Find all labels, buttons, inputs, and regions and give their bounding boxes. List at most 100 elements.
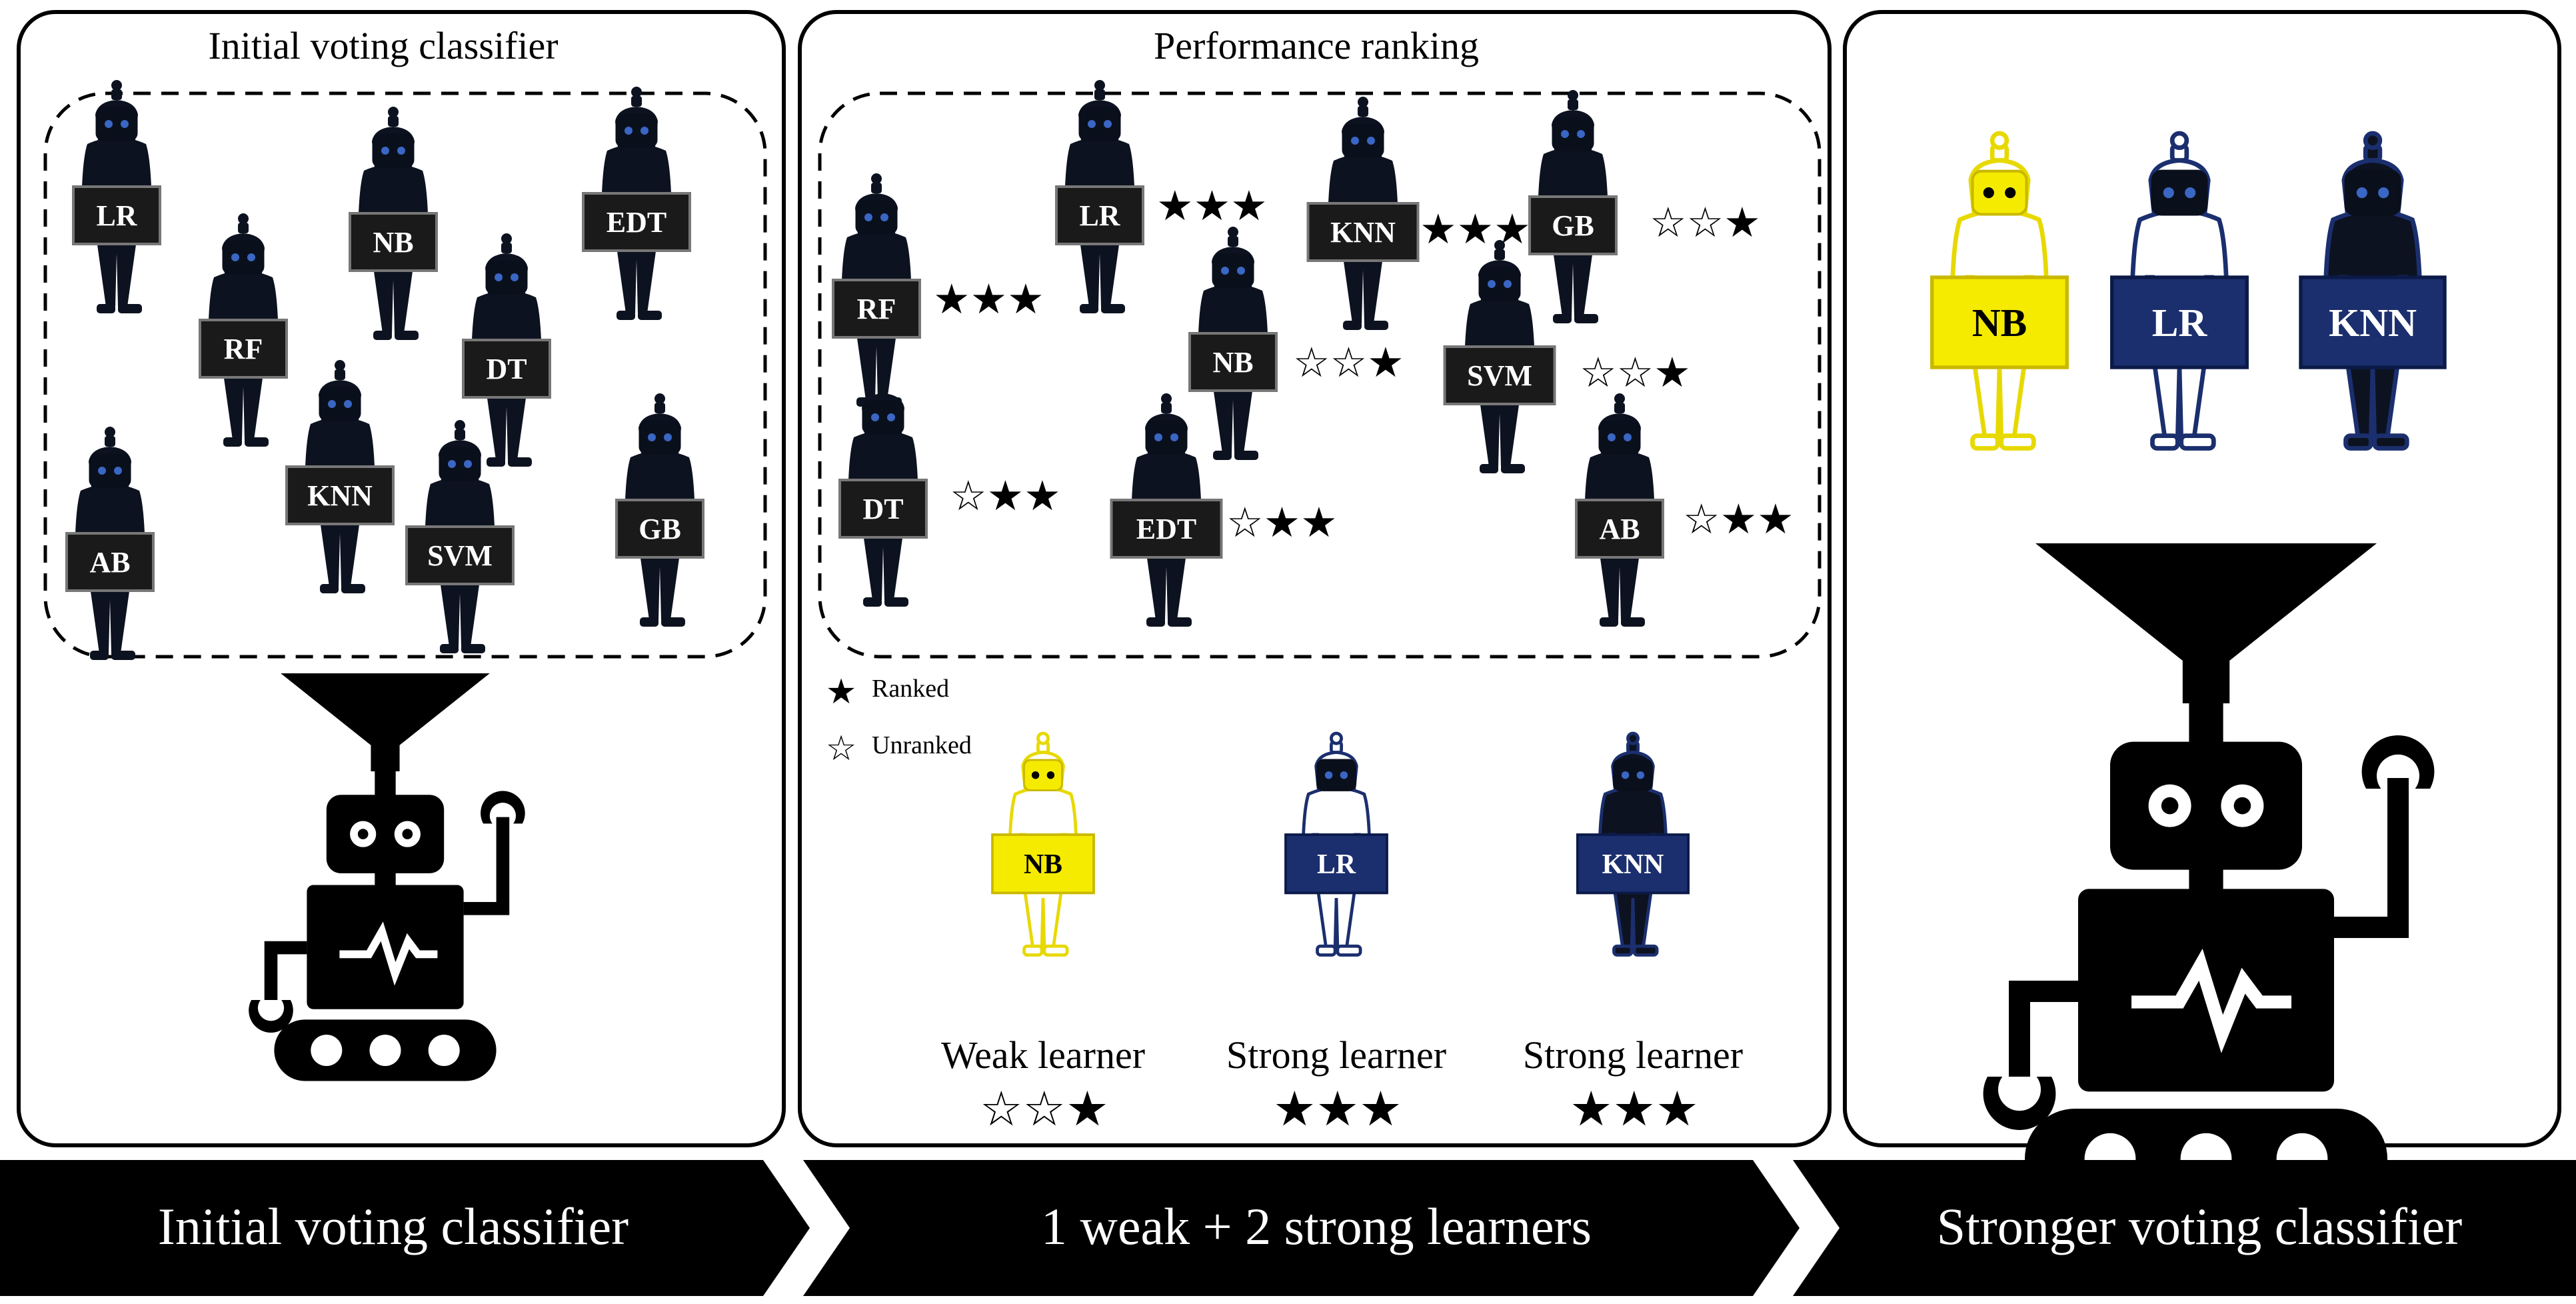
- robot-head-icon: [2151, 169, 2208, 216]
- learner-figure-dt: DT: [838, 373, 928, 607]
- robot-eye-icon: [1154, 433, 1162, 441]
- robot-head-icon: [1971, 169, 2028, 216]
- learner-label: KNN: [307, 479, 373, 512]
- rating-stars: ★★★: [1156, 184, 1268, 229]
- learner-label: GB: [639, 513, 681, 545]
- learner-figure-rf: RF: [199, 213, 288, 447]
- learner-sign: [1306, 202, 1420, 262]
- robot-eye-icon: [344, 400, 352, 408]
- learner-figure-gb: GB: [1528, 90, 1618, 323]
- learner-sign: [1055, 185, 1144, 245]
- robot-eye-icon: [328, 400, 336, 408]
- robot-eye-icon: [1221, 267, 1229, 275]
- learner-sign: [72, 185, 161, 245]
- learner-label: GB: [1552, 209, 1594, 242]
- robot-eye-icon: [448, 460, 456, 468]
- learner-sign: [349, 212, 438, 272]
- robot-head-icon: [1078, 107, 1121, 141]
- learner-label: DT: [486, 353, 527, 385]
- robot-eye-icon: [1624, 433, 1632, 441]
- learner-figure-knn: KNN: [1306, 97, 1420, 330]
- learner-sign: [2299, 275, 2447, 369]
- robot-eye-icon: [880, 213, 888, 221]
- learner-sign: [991, 833, 1095, 895]
- learner-sign: [838, 479, 928, 539]
- robot-eye-icon: [495, 273, 503, 281]
- robot-head-icon: [1145, 420, 1188, 455]
- robot-eye-icon: [1340, 771, 1348, 779]
- robot-eye-icon: [864, 213, 872, 221]
- learner-sign: [1528, 195, 1618, 255]
- panel-initial-title: Initial voting classifier: [208, 24, 558, 67]
- learner-label: SVM: [427, 539, 493, 572]
- robot-eye-icon: [98, 467, 106, 475]
- banner-stage-1: Initial voting classifier: [158, 1197, 629, 1255]
- learner-sign: [199, 319, 288, 379]
- learner-figure-knn: KNN: [2299, 133, 2447, 449]
- robot-head-icon: [615, 113, 658, 148]
- robot-eye-icon: [2378, 187, 2389, 199]
- banner-arrow-3: [1793, 1160, 2576, 1296]
- robot-eye-icon: [1577, 130, 1585, 138]
- robot-eye-icon: [2005, 187, 2016, 199]
- panel-ranking-frame: [798, 10, 1832, 1147]
- learner-sign: [405, 525, 515, 585]
- learner-label: NB: [1972, 301, 2027, 345]
- robot-head-icon: [862, 400, 904, 435]
- robot-eye-icon: [1351, 137, 1359, 145]
- learner-figure-gb: GB: [615, 393, 704, 627]
- learner-figure-lr: LR: [1055, 80, 1144, 313]
- rating-stars: ★★★: [1273, 1083, 1402, 1136]
- learner-sign: [1443, 345, 1556, 405]
- rating-stars: ☆☆★: [980, 1083, 1109, 1136]
- learner-sign: [285, 465, 395, 525]
- robot-head-icon: [95, 107, 138, 141]
- robot-head-icon: [1023, 759, 1063, 791]
- robot-eye-icon: [2185, 187, 2196, 199]
- robot-head-icon: [2344, 169, 2401, 216]
- banner-arrow-2: [803, 1160, 1800, 1296]
- banner-stage-2: 1 weak + 2 strong learners: [1041, 1197, 1592, 1255]
- learner-figure-ab: AB: [1575, 393, 1664, 627]
- robot-eye-icon: [381, 147, 389, 155]
- robot-eye-icon: [1170, 433, 1178, 441]
- rating-stars: ☆☆★: [1650, 201, 1761, 246]
- robot-head-icon: [222, 240, 265, 275]
- robot-head-icon: [439, 447, 481, 481]
- rating-stars: ☆★★: [1683, 497, 1794, 543]
- learner-label: NB: [373, 226, 413, 259]
- robot-head-icon: [1552, 117, 1594, 151]
- robot-head-icon: [372, 133, 415, 168]
- robot-eye-icon: [887, 413, 895, 421]
- rating-stars: ☆★★: [1226, 501, 1338, 546]
- robot-head-icon: [1598, 420, 1641, 455]
- robot-eye-icon: [114, 467, 122, 475]
- learner-role-label: Weak learner: [941, 1033, 1145, 1077]
- learner-label: LR: [2152, 301, 2208, 345]
- robot-head-icon: [1212, 253, 1254, 288]
- robot-eye-icon: [1621, 771, 1630, 779]
- rating-stars: ★★★: [1570, 1083, 1699, 1136]
- banner-stage-3: Stronger voting classifier: [1937, 1197, 2463, 1255]
- robot-eye-icon: [511, 273, 519, 281]
- robot-eye-icon: [1237, 267, 1245, 275]
- learner-label: RF: [224, 333, 263, 365]
- robot-eye-icon: [871, 413, 879, 421]
- robot-eye-icon: [1488, 280, 1496, 288]
- rating-stars: ★★★: [1420, 207, 1531, 253]
- panel-ranking-title: Performance ranking: [1154, 24, 1479, 67]
- learner-label: RF: [857, 293, 896, 325]
- learner-figure-svm: SVM: [405, 420, 515, 653]
- learner-label: AB: [1599, 513, 1640, 545]
- robot-eye-icon: [1046, 771, 1055, 779]
- learner-label: DT: [862, 493, 903, 525]
- robot-eye-icon: [231, 253, 239, 261]
- learner-label: KNN: [2329, 301, 2417, 345]
- learner-sign: [1110, 499, 1223, 559]
- robot-eye-icon: [2163, 187, 2174, 199]
- robot-eye-icon: [1031, 771, 1040, 779]
- learner-sign: [615, 499, 704, 559]
- initial-robot-icon: [249, 673, 525, 1081]
- robot-eye-icon: [648, 433, 656, 441]
